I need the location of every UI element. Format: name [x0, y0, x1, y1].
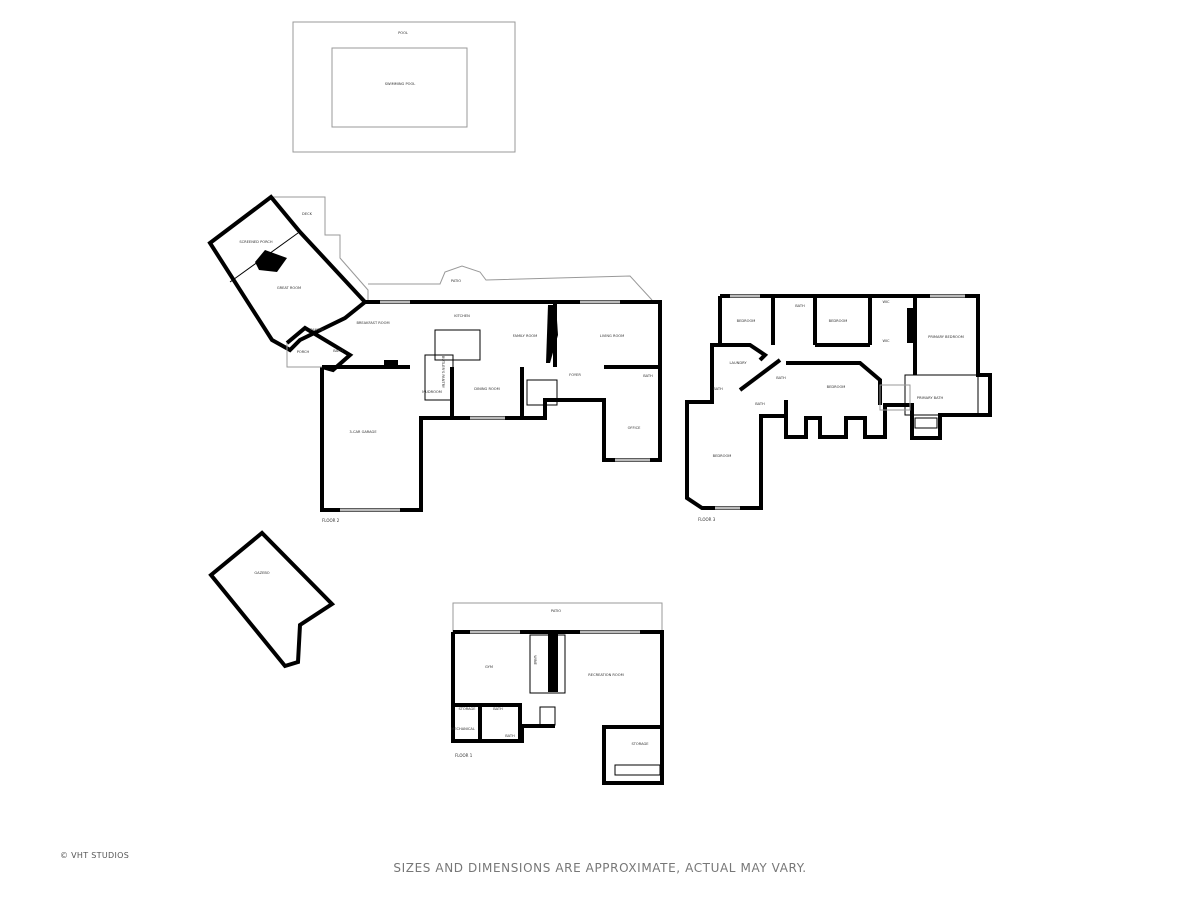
- room-label-office: OFFICE: [628, 426, 642, 430]
- room-label-pool: POOL: [398, 31, 408, 35]
- floor-label-main: FLOOR 2: [322, 518, 340, 523]
- room-label-primary-bath: PRIMARY BATH: [917, 396, 944, 400]
- room-label-wine: WINE: [533, 655, 537, 665]
- room-label-kitchen: KITCHEN: [454, 314, 470, 318]
- room-label-bedroom: BEDROOM: [827, 385, 846, 389]
- room-label-mechanical: MECHANICAL: [451, 727, 475, 731]
- room-label-laundry: LAUNDRY: [729, 361, 747, 365]
- room-label-bath: BATH: [505, 734, 515, 738]
- disclaimer-text: SIZES AND DIMENSIONS ARE APPROXIMATE, AC…: [393, 861, 807, 875]
- room-label-great-room: GREAT ROOM: [277, 286, 301, 290]
- room-label-wic: WIC: [882, 300, 890, 304]
- room-label-breakfast-room: BREAKFAST ROOM: [356, 321, 389, 325]
- room-label-recreation-room: RECREATION ROOM: [588, 673, 623, 677]
- copyright-text: © VHT STUDIOS: [60, 851, 130, 860]
- room-label-storage: STORAGE: [458, 707, 476, 711]
- main-floor-plan: [207, 194, 662, 669]
- upper-floor-plan: [685, 294, 992, 510]
- room-label-gym: GYM: [485, 665, 493, 669]
- room-label-3-car-garage: 3-CAR GARAGE: [349, 430, 377, 434]
- room-label-bath: BATH: [643, 374, 653, 378]
- room-label-bedroom: BEDROOM: [829, 319, 848, 323]
- room-label-bath: BATH: [795, 304, 805, 308]
- room-label-deck: DECK: [302, 212, 313, 216]
- pool-area: [292, 21, 516, 153]
- room-label-living-room: LIVING ROOM: [600, 334, 624, 338]
- room-label-family-room: FAMILY ROOM: [513, 334, 537, 338]
- room-label-bath: BATH: [755, 402, 765, 406]
- room-label-bath: BATH: [493, 707, 503, 711]
- room-label-pantry: PANTRY: [310, 328, 325, 332]
- room-label-dining-room: DINING ROOM: [474, 387, 499, 391]
- room-label-bath: BATH: [776, 376, 786, 380]
- floor-label-upper: FLOOR 3: [698, 517, 716, 522]
- room-label-butler-s-pantry: BUTLER'S PANTRY: [441, 356, 445, 389]
- room-label-storage: STORAGE: [631, 742, 649, 746]
- room-label-bath: BATH: [333, 349, 343, 353]
- room-label-wic: WIC: [882, 339, 890, 343]
- lower-floor-plan: [451, 602, 664, 785]
- floor-label-lower: FLOOR 1: [455, 753, 473, 758]
- room-label-bath: BATH: [713, 387, 723, 391]
- room-label-gazebo: GAZEBO: [254, 571, 269, 575]
- room-label-bedroom: BEDROOM: [737, 319, 756, 323]
- room-label-screened-porch: SCREENED PORCH: [239, 240, 273, 244]
- room-label-foyer: FOYER: [569, 373, 581, 377]
- room-label-patio: PATIO: [451, 279, 461, 283]
- room-label-porch: PORCH: [297, 350, 310, 354]
- room-label-swimming-pool: SWIMMING POOL: [385, 82, 416, 86]
- room-label-patio: PATIO: [551, 609, 561, 613]
- room-label-primary-bedroom: PRIMARY BEDROOM: [928, 335, 964, 339]
- room-label-mudroom: MUDROOM: [422, 390, 442, 394]
- room-label-bedroom: BEDROOM: [713, 454, 732, 458]
